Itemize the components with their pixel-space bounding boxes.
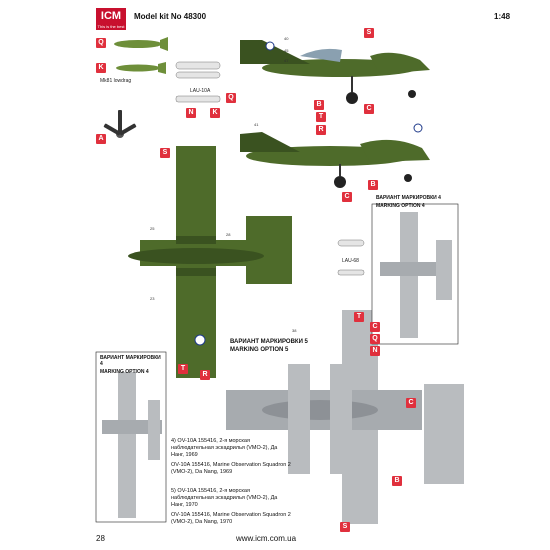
svg-text:25: 25: [150, 226, 155, 231]
tag-q: Q: [96, 38, 106, 48]
svg-text:45: 45: [284, 48, 289, 53]
logo-text: ICM: [100, 10, 122, 22]
tag-k-lau: K: [210, 108, 220, 118]
tag-k: K: [96, 63, 106, 73]
option4-heading-right: ВАРИАНТ МАРКИРОВКИ 4 MARKING OPTION 4: [374, 194, 443, 210]
option4-gray-panel-left: [95, 351, 167, 523]
option4-en-left: MARKING OPTION 4: [100, 369, 149, 375]
option4-heading-left: ВАРИАНТ МАРКИРОВКИ 4 MARKING OPTION 4: [98, 354, 164, 376]
option5-heading: ВАРИАНТ МАРКИРОВКИ 5 MARKING OPTION 5: [230, 338, 308, 354]
tag-t: T: [316, 112, 326, 122]
lau-68-pod: [337, 239, 365, 276]
option5-ru: ВАРИАНТ МАРКИРОВКИ 5: [230, 339, 308, 345]
option4-description-en: OV-10A 155416, Marine Observation Squadr…: [171, 462, 291, 475]
tag-t-top: T: [178, 364, 188, 374]
tag-b: B: [314, 100, 324, 110]
svg-text:23: 23: [150, 296, 155, 301]
tag-n-gray: N: [370, 346, 380, 356]
website-url: www.icm.com.ua: [236, 534, 297, 543]
mk81-bomb-side: [116, 62, 166, 74]
lau-10a-pod: [175, 61, 221, 103]
svg-text:47: 47: [284, 58, 289, 63]
tag-s-gray: S: [340, 522, 350, 532]
aircraft-top-view-gray: [226, 310, 464, 524]
option4-en: MARKING OPTION 4: [376, 203, 425, 209]
tag-a: A: [96, 134, 106, 144]
aircraft-side-view-lower: [240, 123, 430, 188]
option4-ru-left: ВАРИАНТ МАРКИРОВКИ 4: [100, 355, 161, 367]
lau-10a-label: LAU-10A: [190, 88, 211, 94]
icm-logo: ICM This is the best: [96, 8, 126, 30]
aircraft-top-view-olive: [128, 146, 292, 378]
scale-label: 1:48: [494, 12, 511, 21]
tag-b-lower: B: [368, 180, 378, 190]
option5-description-en: OV-10A 155416, Marine Observation Squadr…: [171, 512, 291, 525]
tag-b-gray: B: [392, 476, 402, 486]
tag-c-gray: C: [370, 322, 380, 332]
mk81-label: Mk81 lowdrag: [100, 78, 132, 84]
option4-description-ru: 4) OV-10A 155416, 2-я морская наблюдател…: [171, 438, 278, 458]
mk81-bomb-top: [114, 37, 168, 51]
propeller-icon: [103, 110, 137, 138]
tag-r-top: R: [200, 370, 210, 380]
tag-r: R: [316, 125, 326, 135]
svg-text:41: 41: [254, 122, 259, 127]
kit-number-label: Model kit No 48300: [134, 12, 207, 21]
tag-s: S: [364, 28, 374, 38]
logo-slogan: This is the best: [97, 24, 125, 29]
tag-q-gray: Q: [370, 334, 380, 344]
aircraft-side-view-upper: [240, 40, 430, 104]
tag-c-lower: C: [342, 192, 352, 202]
lau-68-label: LAU-68: [342, 258, 359, 264]
option5-en: MARKING OPTION 5: [230, 347, 289, 353]
tag-n: N: [186, 108, 196, 118]
option4-ru: ВАРИАНТ МАРКИРОВКИ 4: [376, 195, 441, 201]
svg-text:38: 38: [292, 328, 297, 333]
option4-gray-panel-right: [371, 203, 459, 345]
option5-description-ru: 5) OV-10A 155416, 2-я морская наблюдател…: [171, 488, 278, 508]
svg-text:40: 40: [284, 36, 289, 41]
tag-s-top: S: [160, 148, 170, 158]
tag-c: C: [364, 104, 374, 114]
page-number: 28: [96, 534, 105, 543]
tag-c-wing: C: [406, 398, 416, 408]
tag-q-lau: Q: [226, 93, 236, 103]
svg-text:28: 28: [226, 232, 231, 237]
tag-t-gray: T: [354, 312, 364, 322]
